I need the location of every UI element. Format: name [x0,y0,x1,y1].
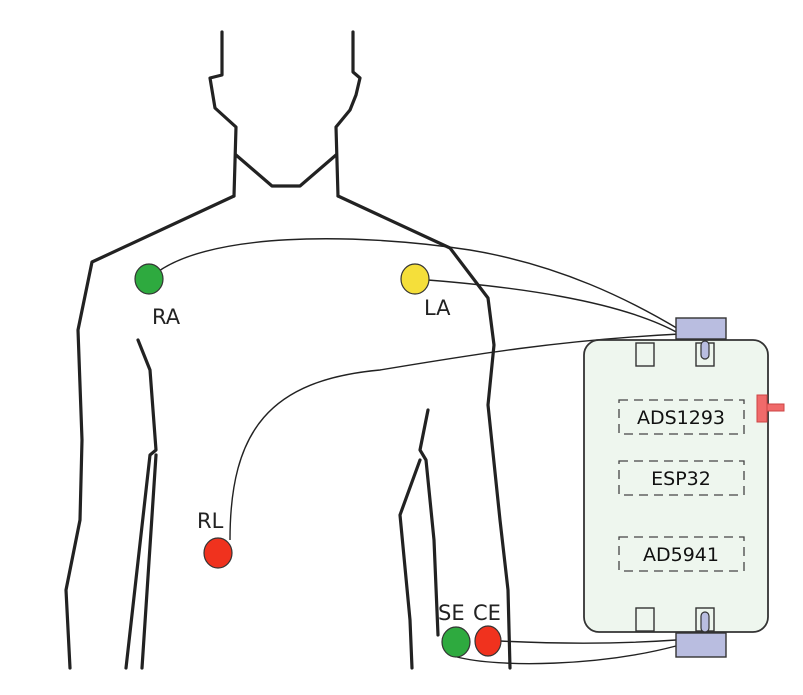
clip-slot-inner [700,340,710,360]
clip-slot-inner [700,611,710,633]
bottom-connector [675,632,727,658]
electrode-label-ce: CE [473,601,501,625]
chip-box-ad5941 [618,536,745,572]
wearable-device: ADS1293 ESP32 AD5941 [583,317,785,658]
clip-slot [635,342,655,367]
electrode-ce [474,625,502,657]
electrodes: RA LA RL SE CE [134,263,502,658]
electrode-ra [134,263,164,295]
top-connector [675,317,727,340]
electrode-label-ra: RA [152,305,181,329]
wire-ra [148,238,681,331]
chip-box-ads1293 [618,399,745,435]
wire-la [414,278,681,335]
electrode-rl [203,537,233,569]
chip-box-esp32 [618,460,745,496]
chip-label-ad5941: AD5941 [643,544,719,566]
electrode-label-rl: RL [197,509,224,533]
wire-rl [229,333,681,541]
electrode-se [441,626,471,658]
power-switch-tab [766,403,785,412]
chip-label-ads1293: ADS1293 [637,407,725,429]
power-switch [756,394,768,423]
electrode-label-la: LA [424,296,451,320]
electrode-label-se: SE [438,601,465,625]
device-housing [583,339,769,633]
electrode-la [400,263,430,295]
clip-slot [635,607,655,632]
wire-se [456,645,677,665]
chip-label-esp32: ESP32 [651,468,711,490]
lead-wires [148,238,681,665]
torso-outline [64,30,512,670]
wire-ce [499,639,677,644]
